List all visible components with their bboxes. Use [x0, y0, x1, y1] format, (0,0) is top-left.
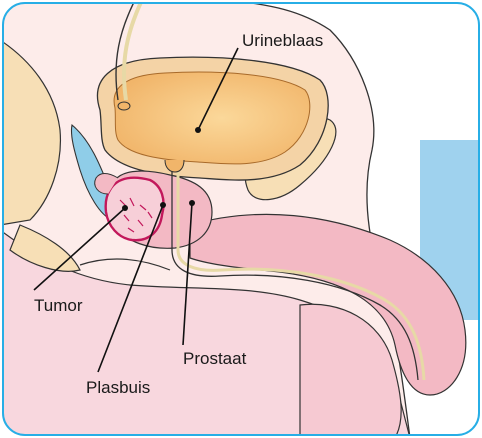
- bladder: [114, 72, 310, 164]
- dot-urineblaas: [195, 127, 201, 133]
- label-urineblaas: Urineblaas: [242, 31, 323, 50]
- dot-prostaat: [189, 200, 195, 206]
- label-prostaat: Prostaat: [183, 349, 247, 368]
- tumor: [106, 178, 164, 241]
- label-tumor: Tumor: [34, 296, 83, 315]
- label-plasbuis: Plasbuis: [86, 378, 150, 397]
- dot-plasbuis: [160, 202, 166, 208]
- ureter-opening: [118, 102, 130, 110]
- dot-tumor: [122, 205, 128, 211]
